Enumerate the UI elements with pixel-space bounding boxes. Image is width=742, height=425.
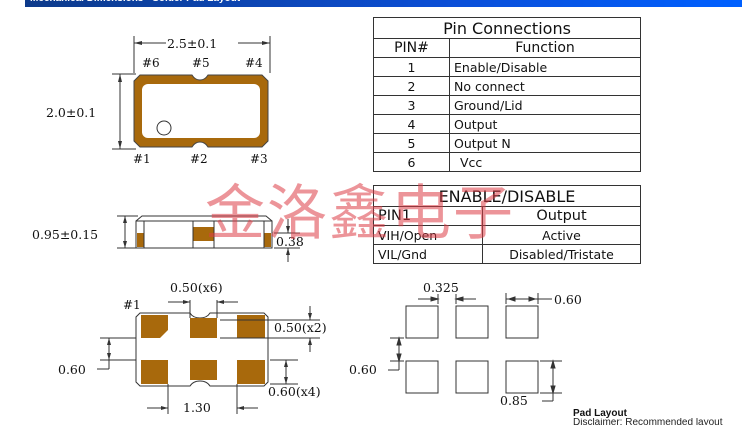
layout-pad-height-dimension: 0.85 bbox=[500, 393, 528, 408]
side-pad-dimension: 0.38 bbox=[276, 234, 304, 249]
pin2-label: #2 bbox=[190, 152, 208, 166]
pin-function: Ground/Lid bbox=[449, 95, 641, 115]
pin3-label: #3 bbox=[250, 152, 268, 166]
pin-function: Output bbox=[449, 114, 641, 134]
input-condition: VIL/Gnd bbox=[373, 244, 483, 264]
top-height-dimension: 2.0±0.1 bbox=[46, 105, 97, 120]
input-condition: VIH/Open bbox=[373, 225, 483, 245]
pad-width-dimension: 0.50(x6) bbox=[170, 280, 223, 295]
pin-number: 3 bbox=[373, 95, 450, 115]
pin1-column-header: PIN1 bbox=[373, 206, 483, 226]
pad-layout-disclaimer: Disclaimer: Recommended layout bbox=[573, 418, 723, 425]
section-title: Mechanical Dimensions - Solder Pad Layou… bbox=[30, 0, 240, 4]
pin-number: 4 bbox=[373, 114, 450, 134]
section-header-bar: Mechanical Dimensions - Solder Pad Layou… bbox=[25, 0, 742, 7]
pin-function: Output N bbox=[449, 133, 641, 153]
pad-layout-drawing bbox=[388, 293, 562, 402]
corner-pad-dimension: 0.60(x4) bbox=[268, 384, 321, 399]
layout-pad-width-dimension: 0.60 bbox=[554, 292, 582, 307]
layout-gap-y-dimension: 0.60 bbox=[349, 362, 377, 377]
pad-layout-caption: Pad Layout bbox=[573, 408, 627, 419]
pin4-label: #4 bbox=[245, 56, 263, 70]
output-state: Active bbox=[482, 225, 641, 245]
pin-number: 2 bbox=[373, 76, 450, 96]
pad-pitch-dimension: 1.30 bbox=[183, 400, 211, 415]
enable-table-title: ENABLE/DISABLE bbox=[373, 185, 641, 207]
pin-number: 1 bbox=[373, 57, 450, 77]
side-height-dimension: 0.95±0.15 bbox=[32, 227, 99, 242]
pin-column-header: PIN# bbox=[373, 38, 450, 58]
pin-function: Enable/Disable bbox=[449, 57, 641, 77]
pin-table-title: Pin Connections bbox=[373, 17, 641, 39]
top-width-dimension: 2.5±0.1 bbox=[167, 36, 218, 51]
function-column-header: Function bbox=[449, 38, 641, 58]
pin5-label: #5 bbox=[192, 56, 210, 70]
top-view-package bbox=[112, 36, 271, 150]
pin-number: 5 bbox=[373, 133, 450, 153]
layout-gap-x-dimension: 0.325 bbox=[423, 280, 459, 295]
pin6-label: #6 bbox=[142, 56, 160, 70]
side-view-package bbox=[117, 215, 300, 262]
bottom-view-package bbox=[97, 300, 320, 414]
pad-gap-dimension: 0.60 bbox=[58, 362, 86, 377]
output-column-header: Output bbox=[482, 206, 641, 226]
pin-function: No connect bbox=[449, 76, 641, 96]
pin-number: 6 bbox=[373, 152, 450, 172]
pad-height-dimension: 0.50(x2) bbox=[274, 320, 327, 335]
pin1-label: #1 bbox=[133, 152, 151, 166]
output-state: Disabled/Tristate bbox=[482, 244, 641, 264]
pin-function: Vcc bbox=[449, 152, 641, 172]
bottom-pin1-label: #1 bbox=[123, 298, 141, 312]
